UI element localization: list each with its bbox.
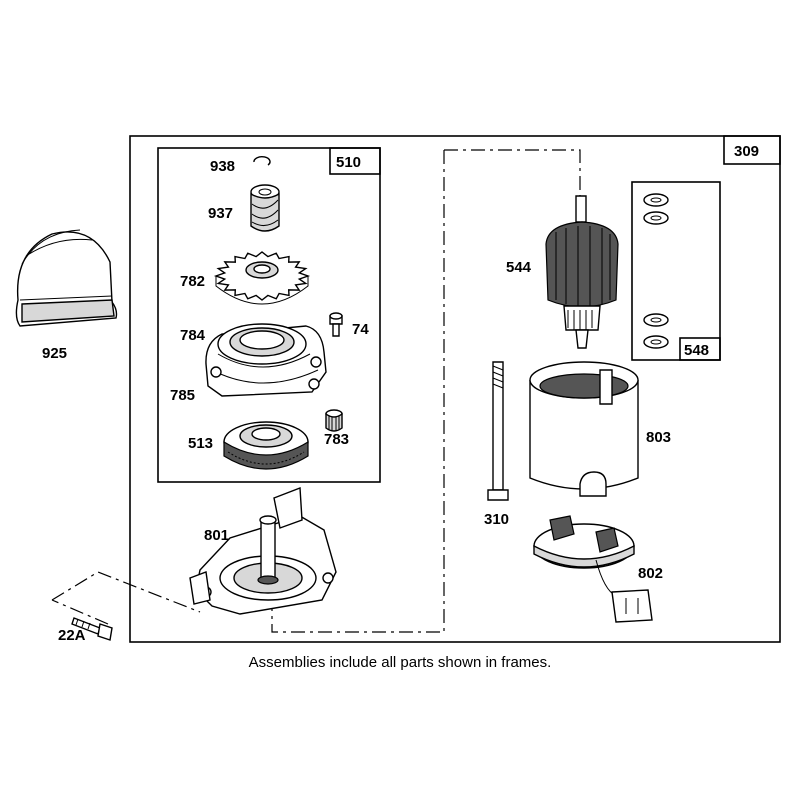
through-bolt-310	[487, 361, 509, 501]
retaining-ring-938	[253, 156, 271, 166]
label-74: 74	[352, 321, 369, 338]
label-937: 937	[208, 205, 233, 222]
label-513: 513	[188, 435, 213, 452]
ring-gear-513	[223, 421, 309, 470]
end-housing-801	[189, 487, 337, 615]
frame-label-548: 548	[684, 342, 709, 359]
screw-22a	[71, 617, 113, 641]
caption: Assemblies include all parts shown in fr…	[248, 654, 552, 671]
gear-782	[213, 251, 311, 305]
brush-plate-802	[533, 515, 653, 623]
pinion-783	[325, 409, 343, 432]
label-938: 938	[210, 158, 235, 175]
label-544: 544	[506, 259, 532, 276]
housing-803	[529, 361, 639, 497]
label-783: 783	[324, 431, 349, 448]
label-782: 782	[180, 273, 205, 290]
frame-label-510: 510	[336, 154, 361, 171]
label-925: 925	[42, 345, 67, 362]
main-frame	[129, 135, 781, 643]
washers-548	[643, 193, 669, 349]
frame-label-309: 309	[734, 143, 759, 160]
frame-label-box-510	[329, 147, 381, 175]
cover-784	[205, 323, 327, 397]
label-785: 785	[170, 387, 195, 404]
assembly-line-main	[271, 149, 581, 633]
label-802: 802	[638, 565, 663, 582]
frame-label-box-548	[679, 337, 721, 361]
label-803: 803	[646, 429, 671, 446]
screw-74	[329, 312, 343, 337]
label-784: 784	[180, 327, 206, 344]
spring-937	[250, 184, 280, 232]
cap-925	[15, 229, 118, 327]
label-22a: 22A	[58, 627, 86, 644]
armature-544	[545, 195, 619, 349]
washer-kit-frame	[631, 181, 721, 361]
frame-label-box-309	[723, 135, 781, 165]
label-801: 801	[204, 527, 229, 544]
assembly-line-screw	[51, 571, 201, 625]
gear-kit-frame	[157, 147, 381, 483]
label-310: 310	[484, 511, 509, 528]
